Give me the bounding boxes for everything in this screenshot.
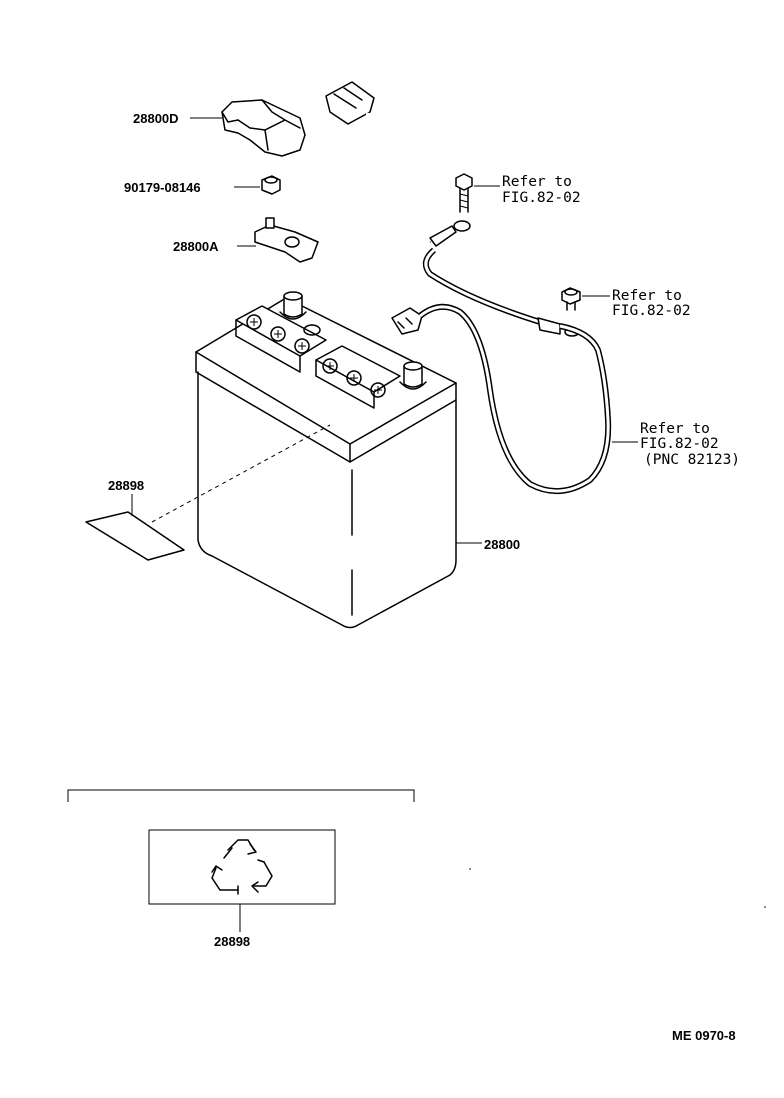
terminal-cover-part: [190, 99, 306, 157]
negative-cable: [391, 303, 612, 495]
diagram-code: ME 0970-8: [672, 1028, 736, 1043]
battery-part: [195, 291, 482, 629]
ref2-line2: FIG.82-02: [612, 303, 691, 319]
label-28800: 28800: [484, 537, 520, 552]
positive-cable: [325, 81, 580, 337]
nut-part: [234, 175, 281, 195]
label-28898: 28898: [108, 478, 144, 493]
label-sheet-part: [85, 424, 331, 561]
label-detail-view: [67, 789, 415, 932]
bolt-right: [561, 287, 610, 311]
label-28800A: 28800A: [173, 239, 219, 254]
ref1-line2: FIG.82-02: [502, 190, 581, 206]
ref3-line1: Refer to: [640, 421, 710, 437]
ref3-line3: (PNC 82123): [644, 452, 740, 468]
clamp-part: [237, 217, 319, 263]
bolt-upper: [455, 173, 500, 213]
ref2-line1: Refer to: [612, 288, 682, 304]
recycle-icon: [211, 839, 273, 895]
label-90179-08146: 90179-08146: [124, 180, 201, 195]
ref3-line2: FIG.82-02: [640, 436, 719, 452]
label-28898-detail: 28898: [214, 934, 250, 949]
ref1-line1: Refer to: [502, 174, 572, 190]
label-28800D: 28800D: [133, 111, 179, 126]
